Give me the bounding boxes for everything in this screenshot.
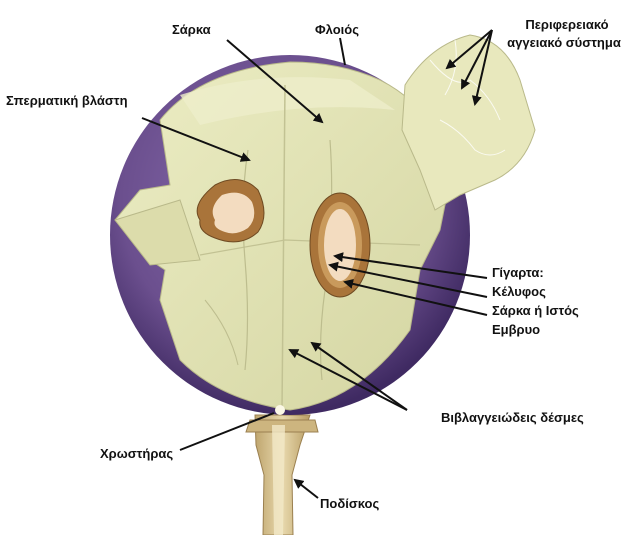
label-peripheral-vascular-line2: αγγειακό σύστημα [507,35,621,50]
pointer-lines [141,29,493,499]
label-peripheral-vascular-line1: Περιφερειακό [525,17,609,32]
label-seed-coat: Κέλυφος [492,284,546,299]
label-seed-tissue: Σάρκα ή Ιστός [492,303,579,318]
label-skin: Φλοιός [315,22,359,37]
label-flesh-top: Σάρκα [172,22,211,37]
grape-flesh [114,61,451,411]
seed-right [309,192,371,298]
label-brush: Χρωστήρας [100,446,174,461]
label-pedicel: Ποδίσκος [320,496,380,511]
label-seeds: Γίγαρτα: [492,265,544,280]
label-embryo: Εμβρυο [492,322,541,337]
brush-point [275,405,285,415]
seed-left [196,179,265,243]
pedicel [245,414,319,536]
label-seminal-bud: Σπερματική βλάστη [6,93,128,108]
label-vascular-bundles: Βιβλαγγειώδεις δέσμες [441,410,584,425]
